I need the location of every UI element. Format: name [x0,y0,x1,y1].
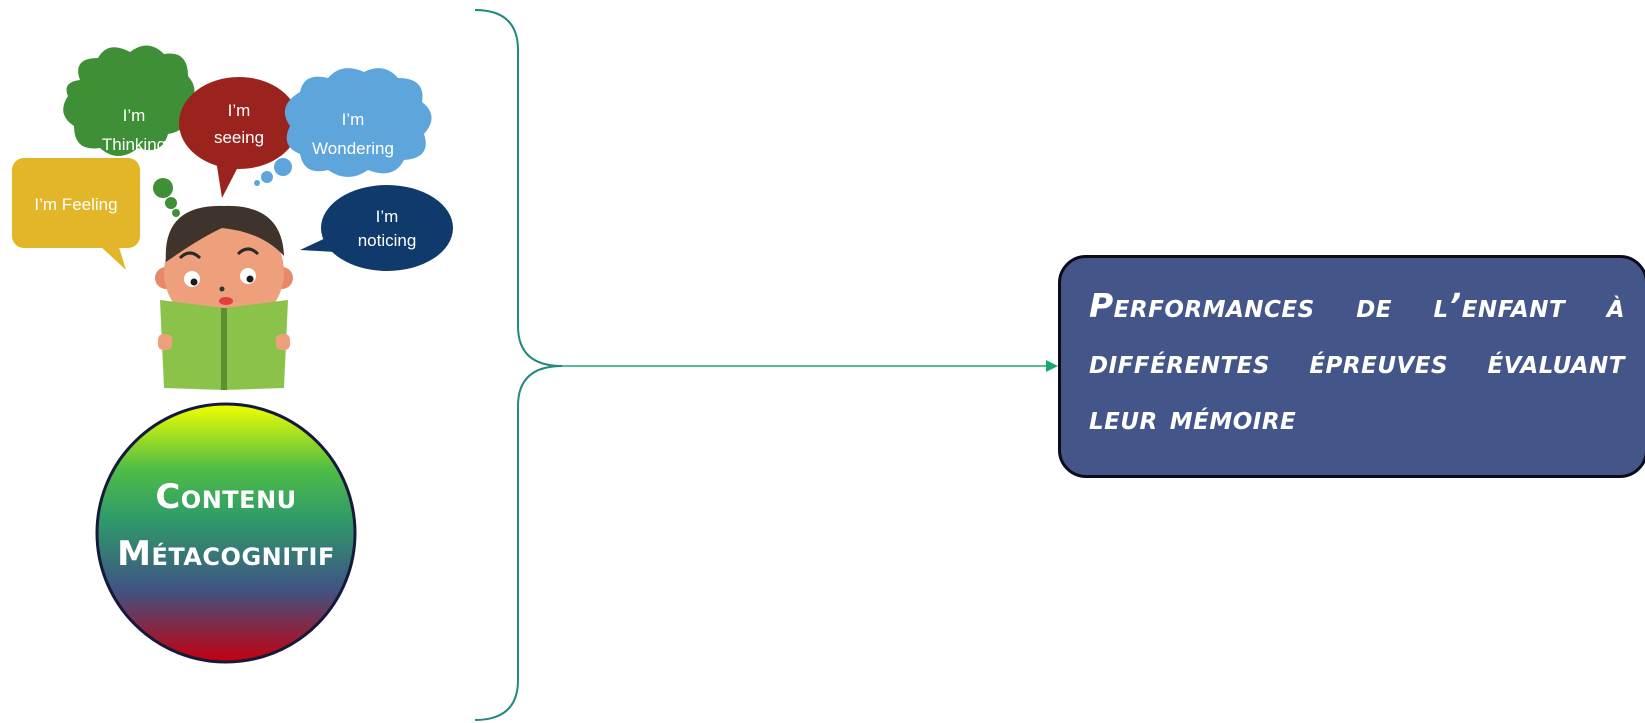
bubble-thinking-line2: Thinking [102,135,166,154]
result-node-text: Performances de l’enfant à différentes é… [1089,286,1625,437]
result-node: Performances de l’enfant à différentes é… [1058,255,1645,478]
bubble-feeling: I’m Feeling [12,158,140,270]
bubble-seeing-line2: seeing [214,128,264,147]
bubble-feeling-line1: I’m Feeling [34,195,117,214]
main-node-circle [95,402,357,664]
metacognition-illustration: I’m Thinking I’m seeing I’m Wondering I’… [12,45,453,390]
curly-bracket [474,9,563,721]
bubble-seeing-line1: I’m [228,101,251,120]
bubble-wondering-line2: Wondering [312,139,394,158]
main-node-line2: Métacognitif [117,534,335,574]
bubble-thinking: I’m Thinking [63,45,195,217]
bubble-noticing-line1: I’m [376,207,399,226]
bubble-seeing: I’m seeing [179,77,299,198]
bubble-wondering: I’m Wondering [254,68,432,186]
bubble-wondering-line1: I’m [342,110,365,129]
bubble-noticing-line2: noticing [358,231,417,250]
bubble-thinking-line1: I’m [123,106,146,125]
bubble-noticing: I’m noticing [300,185,453,271]
child-reading-icon [155,205,293,390]
main-node: Contenu Métacognitif [95,402,357,664]
main-node-line1: Contenu [155,477,296,517]
